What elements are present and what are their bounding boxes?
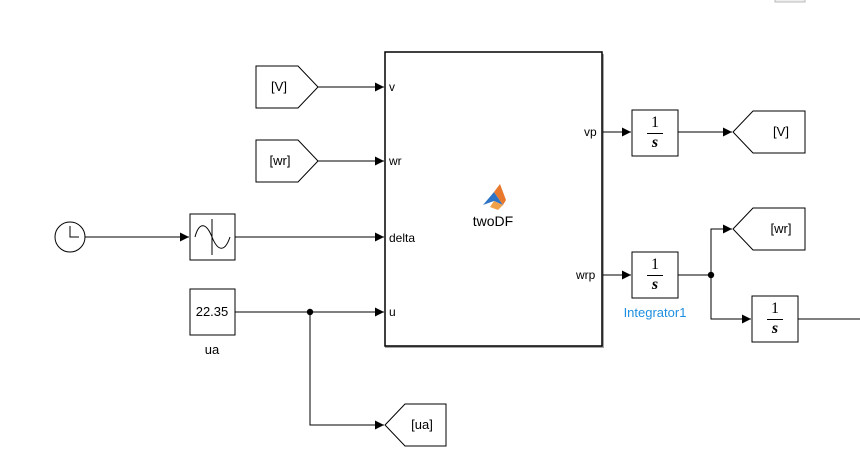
from-wr-label: [wr] [269,153,291,168]
constant-name[interactable]: ua [204,342,220,357]
input-port-wr: wr [389,154,402,168]
from-block-wr[interactable] [255,139,319,183]
constant-value: 22.35 [195,304,229,319]
goto-ua-label: [ua] [411,417,433,432]
goto-block-v[interactable] [732,110,806,154]
integrator1-transfer: 1 s [632,252,678,298]
goto-block-wr[interactable] [732,207,806,251]
input-port-u: u [389,305,396,319]
integrator1-denominator: s [651,276,659,293]
clock-block[interactable] [54,221,86,253]
goto-block-ua[interactable] [384,403,447,447]
integrator1-numerator: 1 [651,256,659,273]
from-block-v[interactable] [255,65,319,109]
partial-block-top-right [774,0,806,3]
integrator1-name-label[interactable]: Integrator1 [623,305,687,320]
integrator-vp-transfer: 1 s [632,110,678,156]
branch-point-u [306,308,314,316]
integrator-wr-denominator: s [771,320,779,337]
constant-block[interactable] [189,288,236,336]
subsystem-label: twoDF [472,213,514,229]
from-v-label: [V] [271,79,287,94]
branch-point-wr [707,271,715,279]
goto-v-label: [V] [773,124,789,139]
sine-wave-block[interactable] [189,213,236,261]
input-port-v: v [389,80,395,94]
output-port-wrp: wrp [576,268,596,282]
integrator-wr-numerator: 1 [771,300,779,317]
output-port-vp: vp [584,125,597,139]
signal-lines [85,82,860,430]
integrator-block-wr[interactable] [751,295,799,343]
signal-wr-integrator [710,275,751,324]
input-port-delta: delta [389,231,416,245]
integrator-wr-transfer: 1 s [752,296,798,342]
signal-ua-branch [309,312,384,430]
goto-wr-label: [wr] [770,221,792,236]
matlab-logo-icon [483,184,506,210]
signal-wr-goto [710,224,732,275]
integrator-vp-denominator: s [651,134,659,151]
integrator-vp-numerator: 1 [651,114,659,131]
